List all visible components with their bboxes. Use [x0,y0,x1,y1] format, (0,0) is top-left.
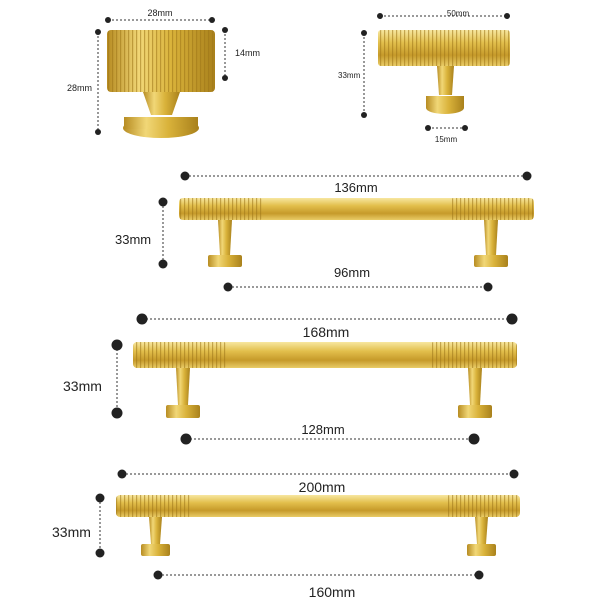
t-bar-knob-image [378,30,510,114]
round-knob-total-height-label: 28mm [67,83,92,93]
pull-168mm-hole-spacing-label: 128mm [301,422,344,437]
pull-136mm-length-label: 136mm [334,180,377,195]
round-knob-width-label: 28mm [147,8,172,18]
pull-200mm-image [116,495,520,556]
pull-200mm-height-label: 33mm [52,524,91,540]
pull-200mm-hole-spacing-label: 160mm [309,584,356,600]
pull-168mm-length-label: 168mm [303,324,350,340]
t-bar-knob-width-label: 50mm [447,9,470,18]
pull-200mm-length-label: 200mm [299,479,346,495]
pull-168mm-height-label: 33mm [63,378,102,394]
t-bar-knob: 50mm 33mm 15mm [338,9,510,144]
round-knob-cap-height-label: 14mm [235,48,260,58]
pull-136mm: 136mm 33mm 96mm [115,171,534,292]
pull-168mm-image [133,342,517,418]
pull-136mm-hole-spacing-label: 96mm [334,265,370,280]
pull-136mm-image [179,198,534,267]
t-bar-knob-height-label: 33mm [338,71,361,80]
pull-200mm: 200mm 33mm 160mm [52,469,520,600]
round-knob-image [107,30,215,138]
round-knob: 28mm 14mm 28mm [67,8,260,138]
pull-168mm: 168mm 33mm 128mm [63,313,518,445]
t-bar-knob-base-label: 15mm [435,135,458,144]
pull-136mm-height-label: 33mm [115,232,151,247]
